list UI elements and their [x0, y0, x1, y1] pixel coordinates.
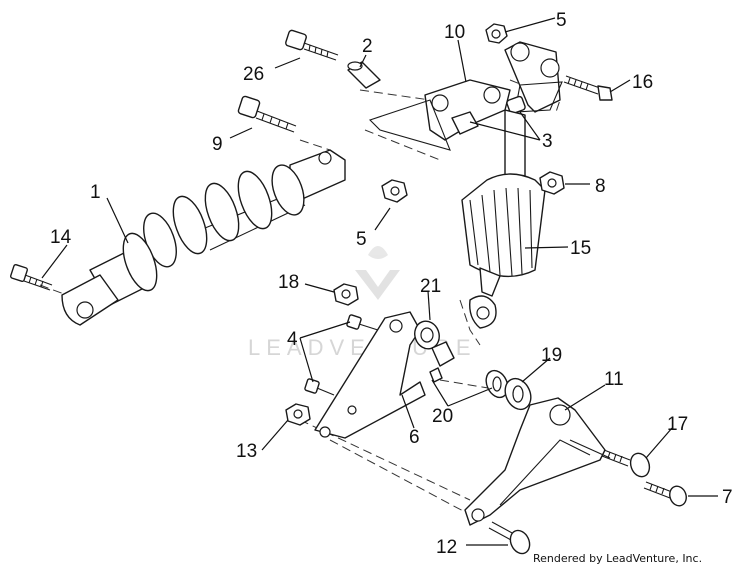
callout-17: 17 [667, 414, 688, 435]
spacer-2 [347, 61, 381, 89]
bolt-9 [237, 95, 297, 133]
reservoir-15 [461, 109, 546, 329]
leader-lines [41, 17, 718, 546]
bolt-14 [9, 263, 53, 291]
bolt-7 [643, 481, 687, 507]
bolt-26 [285, 29, 339, 61]
bracket-11 [464, 397, 611, 526]
callout-14: 14 [50, 227, 72, 248]
bolt-4-upper [346, 314, 385, 333]
callout-18: 18 [278, 272, 299, 293]
footer-credit: Rendered by LeadVenture, Inc. [533, 552, 702, 565]
callout-20: 20 [432, 406, 453, 427]
nut-5-mid [381, 179, 408, 203]
shock-absorber-1 [61, 149, 346, 326]
nut-8 [539, 171, 565, 195]
watermark-logo [355, 246, 400, 300]
link-plate [504, 41, 563, 113]
callout-26: 26 [243, 64, 264, 85]
nut-5-top [485, 23, 508, 44]
callout-3: 3 [542, 131, 553, 152]
bolt-4-lower [304, 378, 335, 396]
callout-5-top: 5 [556, 10, 567, 31]
callout-7: 7 [722, 487, 733, 508]
nut-13 [285, 403, 311, 426]
callout-6: 6 [409, 427, 420, 448]
callout-4: 4 [287, 329, 298, 350]
callout-12: 12 [436, 537, 457, 558]
washer-19 [485, 369, 532, 411]
bolt-17 [601, 449, 651, 478]
nut-18 [333, 283, 359, 306]
callout-5-mid: 5 [356, 229, 367, 250]
callout-15: 15 [570, 238, 591, 259]
callout-2: 2 [362, 36, 373, 57]
bracket-10 [368, 79, 511, 151]
callout-1: 1 [90, 182, 101, 203]
callout-labels: 1 2 3 4 5 5 6 7 8 9 10 11 12 13 14 15 16… [50, 10, 733, 558]
bushing-3 [506, 95, 526, 115]
bolt-16 [563, 75, 613, 101]
callout-13: 13 [236, 441, 257, 462]
callout-9: 9 [212, 134, 223, 155]
bracket-6 [314, 311, 426, 439]
callout-21: 21 [420, 276, 441, 297]
callout-8: 8 [595, 176, 606, 197]
callout-11: 11 [604, 369, 624, 390]
callout-19: 19 [541, 345, 562, 366]
collar-20 [429, 341, 455, 383]
callout-16: 16 [632, 72, 653, 93]
callout-10: 10 [444, 22, 465, 43]
bolt-12 [488, 521, 531, 555]
